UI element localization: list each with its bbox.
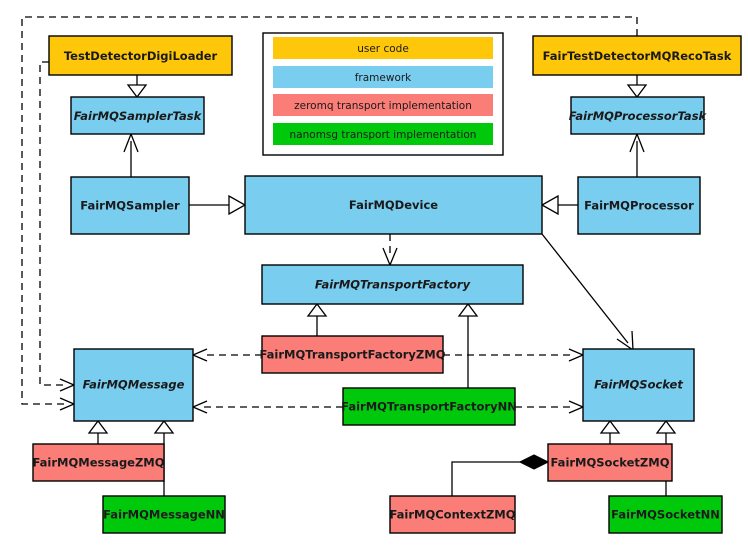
legend-swatch-zeromq xyxy=(273,94,493,116)
node-box-fairmqsocketnn[interactable] xyxy=(608,495,723,534)
node-label-fairmqsampler: FairMQSampler xyxy=(80,199,180,213)
edge-factoryzmq-to-message xyxy=(191,348,262,362)
node-box-fairmqtransportfactorynn[interactable] xyxy=(342,387,516,426)
node-label-fairtestdetectormqrecotask: FairTestDetectorMQRecoTask xyxy=(543,49,732,63)
node-label-fairmqmessagezmq: FairMQMessageZMQ xyxy=(32,456,164,470)
node-label-fairmqmessagenn: FairMQMessageNN xyxy=(103,508,225,522)
edge-socketzmq-to-socket xyxy=(599,419,621,444)
node-box-fairmqtransportfactory[interactable] xyxy=(261,264,524,305)
node-fairmqmessagezmq[interactable]: FairMQMessageZMQ xyxy=(32,443,165,482)
edge-recotask-to-processortask xyxy=(626,75,648,99)
edge-messagezmq-to-message xyxy=(87,419,109,444)
node-fairmqsampler[interactable]: FairMQSampler xyxy=(70,176,190,235)
legend-label-user-code: user code xyxy=(357,43,409,55)
node-label-fairmqprocessortask: FairMQProcessorTask xyxy=(569,109,708,123)
node-fairmqdevice[interactable]: FairMQDevice xyxy=(244,175,543,235)
edge-factoryzmq-to-factory xyxy=(306,302,328,336)
node-box-fairmqsamplertask[interactable] xyxy=(70,96,205,135)
node-box-fairmqmessagezmq[interactable] xyxy=(32,443,165,482)
node-box-fairmqprocessortask[interactable] xyxy=(570,96,705,135)
node-label-fairmqsocket: FairMQSocket xyxy=(594,378,683,392)
edge-factorynn-to-socket xyxy=(515,400,585,414)
node-fairmqprocessor[interactable]: FairMQProcessor xyxy=(577,176,701,235)
node-fairmqtransportfactory[interactable]: FairMQTransportFactory xyxy=(261,264,524,305)
node-fairmqmessage[interactable]: FairMQMessage xyxy=(73,348,194,422)
edge-device-to-transportfactory xyxy=(382,234,398,267)
node-fairmqsocketnn[interactable]: FairMQSocketNN xyxy=(608,495,723,534)
edge-processor-to-device xyxy=(540,194,578,216)
node-label-fairmqmessage: FairMQMessage xyxy=(83,378,185,392)
node-label-testdetectordigiloader: TestDetectorDigiLoader xyxy=(64,49,218,63)
node-box-fairmqcontextzmq[interactable] xyxy=(389,495,516,534)
node-fairmqmessagenn[interactable]: FairMQMessageNN xyxy=(102,495,226,534)
node-box-fairmqtransportfactoryzmq[interactable] xyxy=(261,335,444,374)
legend-label-framework: framework xyxy=(355,72,412,84)
node-fairmqsamplertask[interactable]: FairMQSamplerTask xyxy=(70,96,205,135)
legend: user code framework zeromq transport imp… xyxy=(262,32,504,156)
node-label-fairmqtransportfactorynn: FairMQTransportFactoryNN xyxy=(341,400,517,414)
edge-contextzmq-to-socketzmq xyxy=(451,454,550,496)
node-box-fairmqmessagenn[interactable] xyxy=(102,495,226,534)
node-fairmqtransportfactoryzmq[interactable]: FairMQTransportFactoryZMQ xyxy=(259,335,446,374)
legend-label-zeromq: zeromq transport implementation xyxy=(294,100,472,112)
edge-processor-to-processortask xyxy=(629,132,645,177)
node-label-fairmqsocketzmq: FairMQSocketZMQ xyxy=(551,456,670,470)
legend-swatch-framework xyxy=(273,66,493,88)
node-box-testdetectordigiloader[interactable] xyxy=(48,35,233,76)
node-box-fairmqsocket[interactable] xyxy=(582,348,695,422)
legend-label-nanomsg: nanomsg transport implementation xyxy=(290,129,477,141)
edge-factoryzmq-to-socket xyxy=(443,348,585,362)
node-label-fairmqtransportfactory: FairMQTransportFactory xyxy=(315,278,471,292)
node-fairmqprocessortask[interactable]: FairMQProcessorTask xyxy=(569,96,708,135)
node-fairmqsocket[interactable]: FairMQSocket xyxy=(582,348,695,422)
edge-digiloader-to-message xyxy=(39,61,76,392)
node-box-fairmqprocessor[interactable] xyxy=(577,176,701,235)
node-box-fairmqmessage[interactable] xyxy=(73,348,194,422)
node-label-fairmqtransportfactoryzmq: FairMQTransportFactoryZMQ xyxy=(259,348,445,362)
edge-sampler-to-device xyxy=(189,194,247,216)
node-label-fairmqsocketnn: FairMQSocketNN xyxy=(611,508,720,522)
edge-sampler-to-samplertask xyxy=(123,132,139,177)
edge-digiloader-to-samplertask xyxy=(126,75,148,99)
node-label-fairmqprocessor: FairMQProcessor xyxy=(584,199,694,213)
node-label-fairmqcontextzmq: FairMQContextZMQ xyxy=(389,508,515,522)
node-layer: TestDetectorDigiLoader FairMQSamplerTask… xyxy=(32,35,742,534)
edge-device-to-socket xyxy=(541,233,634,352)
node-label-fairmqsamplertask: FairMQSamplerTask xyxy=(74,109,203,123)
node-box-fairmqsocketzmq[interactable] xyxy=(547,443,673,482)
node-fairmqtransportfactorynn[interactable]: FairMQTransportFactoryNN xyxy=(341,387,517,426)
edge-factorynn-to-factory xyxy=(457,302,479,388)
node-fairmqsocketzmq[interactable]: FairMQSocketZMQ xyxy=(547,443,673,482)
node-box-fairmqsampler[interactable] xyxy=(70,176,190,235)
node-label-fairmqdevice: FairMQDevice xyxy=(349,198,438,212)
node-testdetectordigiloader[interactable]: TestDetectorDigiLoader xyxy=(48,35,233,76)
node-fairtestdetectormqrecotask[interactable]: FairTestDetectorMQRecoTask xyxy=(532,35,742,76)
node-box-fairmqdevice[interactable] xyxy=(244,175,543,235)
legend-swatch-nanomsg xyxy=(273,123,493,145)
node-box-fairtestdetectormqrecotask[interactable] xyxy=(532,35,742,76)
edge-factorynn-to-message xyxy=(191,400,343,414)
node-fairmqcontextzmq[interactable]: FairMQContextZMQ xyxy=(389,495,516,534)
legend-swatch-user-code xyxy=(273,37,493,59)
